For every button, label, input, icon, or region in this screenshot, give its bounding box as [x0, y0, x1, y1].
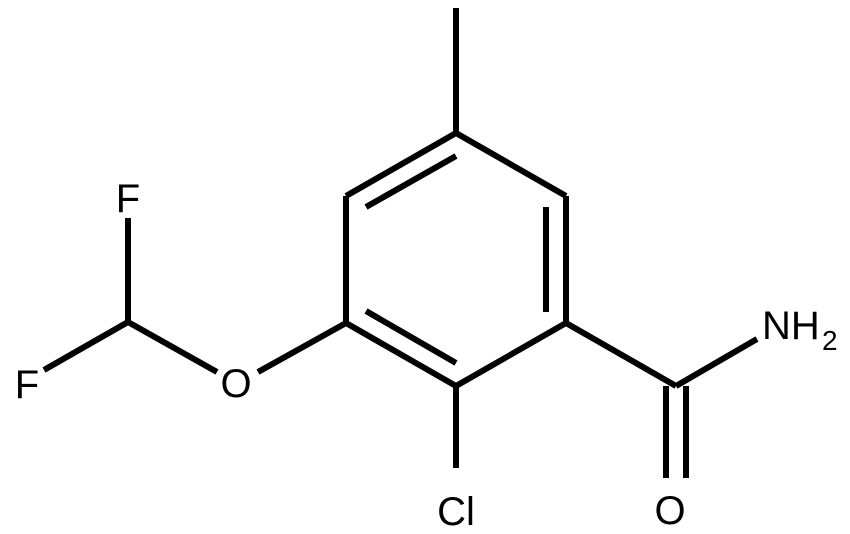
- ring-bond-bottom-left-inner: [364, 308, 458, 366]
- ring-bond-bottom-right: [454, 320, 568, 389]
- ring-bond-top-left-inner: [364, 153, 458, 210]
- ether-oxygen-label: O: [220, 362, 251, 406]
- chlorine-label: Cl: [437, 490, 475, 534]
- ring-bond-top-left: [344, 130, 458, 199]
- fluorine-top-label: F: [116, 177, 140, 221]
- ring-carbonyl-bond: [564, 320, 678, 389]
- oxygen-chf2-bond: [126, 319, 219, 375]
- amide-nitrogen-subscript: 2: [822, 325, 838, 356]
- fluorine-left-label: F: [15, 363, 39, 407]
- amide-nitrogen-label: NH: [762, 304, 820, 348]
- aryl-oxygen-bond: [256, 320, 348, 375]
- carbon-fluorine-left-bond: [42, 319, 130, 373]
- ring-bond-top-right: [454, 130, 568, 199]
- ring-bond-bottom-left: [344, 320, 458, 389]
- carbonyl-oxygen-label: O: [654, 489, 685, 533]
- amide-nitrogen-bond: [674, 336, 759, 389]
